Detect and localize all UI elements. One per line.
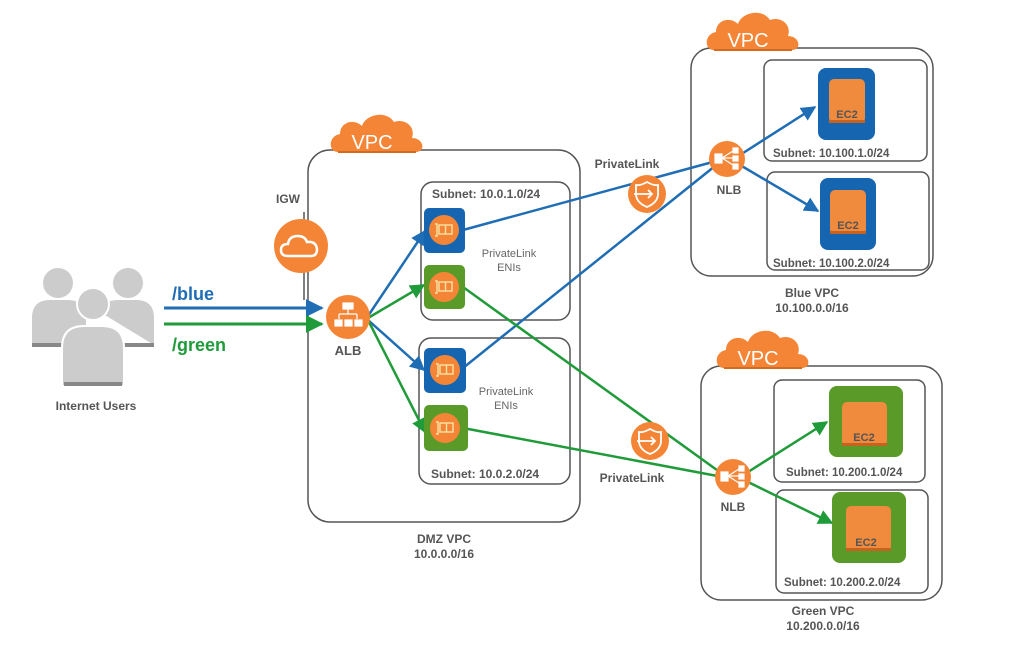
blue-alb-to-eni-1 xyxy=(366,229,427,317)
blue-vpc-badge: VPC xyxy=(705,11,800,52)
green-subnet-1-boundary xyxy=(773,379,926,483)
internet-users: Internet Users xyxy=(32,268,154,413)
green-alb-to-eni-2 xyxy=(366,319,427,434)
igw-icon xyxy=(274,219,328,273)
vpc-badge-text: VPC xyxy=(727,30,768,52)
blue-subnet-2-boundary xyxy=(766,171,930,271)
green-nlb: NLB xyxy=(715,459,751,514)
eni-green-1 xyxy=(424,265,465,309)
dmz-subnet-1-boundary xyxy=(420,181,571,321)
network-card-icon xyxy=(435,223,453,237)
network-card-icon xyxy=(436,363,454,377)
vpc-badge-text: VPC xyxy=(737,348,778,370)
green-ec2-1: EC2 xyxy=(829,386,903,457)
alb: ALB xyxy=(326,295,370,358)
dmz-vpc-name: DMZ VPC xyxy=(417,532,471,546)
eni-green-2 xyxy=(424,405,468,451)
eni-blue-1 xyxy=(424,208,465,253)
alb-icon xyxy=(326,295,370,339)
green-vpc-boundary xyxy=(700,365,943,601)
green-eni-2-to-nlb xyxy=(462,426,729,480)
blue-subnet-1-boundary xyxy=(763,59,928,162)
ec2-icon xyxy=(842,402,887,446)
green-ec2-2: EC2 xyxy=(832,492,906,563)
dmz-subnet-1: Subnet: 10.0.1.0/24 PrivateLink ENIs xyxy=(420,181,571,321)
blue-vpc-boundary xyxy=(690,47,934,277)
dmz-subnet-2-eni-label-2: ENIs xyxy=(494,400,518,412)
blue-subnet-1-label: Subnet: 10.100.1.0/24 xyxy=(773,148,890,160)
blue-nlb-to-ec2-1 xyxy=(739,105,817,157)
green-subnet-2-boundary xyxy=(775,489,929,594)
cloud-icon xyxy=(279,234,319,258)
alb-label: ALB xyxy=(335,343,362,358)
dmz-subnet-2-label: Subnet: 10.0.2.0/24 xyxy=(431,467,539,481)
green-nlb-to-ec2-1 xyxy=(747,420,829,474)
privatelink-blue-label: PrivateLink xyxy=(595,157,660,171)
green-nlb-to-ec2-2 xyxy=(747,480,834,525)
green-paths xyxy=(164,283,834,525)
green-subnet-1-label: Subnet: 10.200.1.0/24 xyxy=(786,467,903,479)
load-balancer-icon xyxy=(720,465,745,488)
green-vpc: Subnet: 10.200.1.0/24 Subnet: 10.200.2.0… xyxy=(700,365,943,633)
igw: IGW xyxy=(274,192,328,273)
green-eni-1-to-nlb xyxy=(462,285,729,480)
dmz-vpc-boundary xyxy=(307,149,581,523)
dmz-subnet-2-boundary xyxy=(418,337,571,485)
blue-subnet-2-label: Subnet: 10.100.2.0/24 xyxy=(773,258,890,270)
users-icon xyxy=(32,268,154,387)
green-vpc-cidr: 10.200.0.0/16 xyxy=(786,619,860,633)
shield-arrow-icon xyxy=(634,180,659,208)
blue-vpc-name: Blue VPC xyxy=(785,286,839,300)
hierarchy-icon xyxy=(334,302,363,327)
dmz-subnet-1-label: Subnet: 10.0.1.0/24 xyxy=(432,187,540,201)
green-subnet-2-label: Subnet: 10.200.2.0/24 xyxy=(784,577,901,589)
dmz-vpc-badge: VPC xyxy=(329,113,424,154)
privatelink-blue: PrivateLink xyxy=(595,157,666,213)
dmz-subnet-2-eni-label: PrivateLink xyxy=(479,386,534,398)
privatelink-green-label: PrivateLink xyxy=(600,471,665,485)
igw-label: IGW xyxy=(276,192,301,206)
network-card-icon xyxy=(435,280,453,294)
blue-vpc: Subnet: 10.100.1.0/24 Subnet: 10.100.2.0… xyxy=(690,47,934,315)
green-vpc-name: Green VPC xyxy=(792,604,855,618)
dmz-subnet-1-eni-label: PrivateLink xyxy=(482,248,537,260)
ec2-label: EC2 xyxy=(855,537,876,549)
blue-ec2-1: EC2 xyxy=(818,68,875,140)
green-vpc-badge: VPC xyxy=(715,329,810,370)
dmz-vpc-cidr: 10.0.0.0/16 xyxy=(414,547,474,561)
dmz-subnet-1-eni-label-2: ENIs xyxy=(497,262,521,274)
blue-nlb-label: NLB xyxy=(717,183,742,197)
blue-alb-to-eni-2 xyxy=(367,319,426,371)
shield-arrow-icon xyxy=(637,427,662,455)
blue-paths xyxy=(164,105,820,371)
dmz-subnet-2: Subnet: 10.0.2.0/24 PrivateLink ENIs xyxy=(418,337,571,485)
blue-eni-2-to-nlb xyxy=(462,161,721,369)
blue-vpc-cidr: 10.100.0.0/16 xyxy=(775,301,849,315)
ec2-label: EC2 xyxy=(836,109,857,121)
blue-nlb-to-ec2-2 xyxy=(739,163,820,213)
privatelink-green: PrivateLink xyxy=(600,422,669,485)
ec2-label: EC2 xyxy=(837,220,858,232)
blue-eni-1-to-nlb xyxy=(462,158,721,232)
green-alb-to-eni-1 xyxy=(367,283,426,320)
network-card-icon xyxy=(436,421,454,435)
ec2-icon xyxy=(830,190,866,234)
ec2-icon xyxy=(846,506,891,551)
green-nlb-label: NLB xyxy=(721,500,746,514)
ec2-icon xyxy=(829,79,865,123)
internet-users-label: Internet Users xyxy=(56,399,137,413)
vpc-badge-text: VPC xyxy=(351,132,392,154)
load-balancer-icon xyxy=(714,147,739,170)
dmz-vpc: Subnet: 10.0.1.0/24 PrivateLink ENIs Sub… xyxy=(307,149,581,561)
blue-nlb: NLB xyxy=(709,141,745,197)
green-route-label: /green xyxy=(172,335,226,355)
eni-blue-2 xyxy=(424,348,466,393)
blue-ec2-2: EC2 xyxy=(820,178,876,250)
ec2-label: EC2 xyxy=(853,432,874,444)
blue-route-label: /blue xyxy=(172,284,214,304)
